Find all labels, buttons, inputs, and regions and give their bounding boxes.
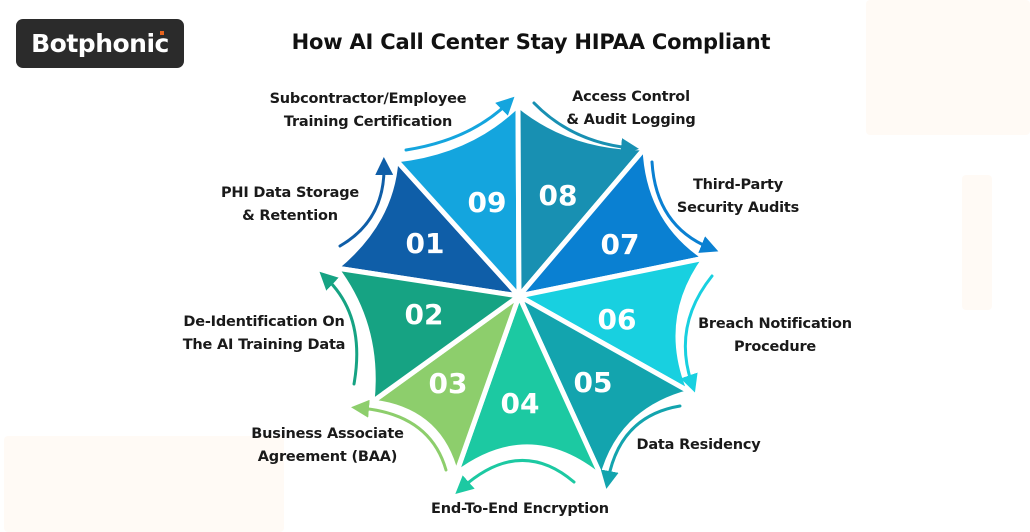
segment-07-label: Third-Party Security Audits [676, 177, 800, 216]
segment-03-wedge [369, 293, 522, 477]
segment-06-number: 06 [598, 303, 637, 336]
segment-04-number: 04 [501, 387, 540, 420]
brand-logo: Botphonic [16, 19, 184, 68]
segment-02-label: De-Identification On The AI Training Dat… [182, 314, 346, 353]
segment-08-number: 08 [539, 179, 578, 212]
arrow-icon-05 [600, 404, 682, 489]
arrow-icon-07 [650, 160, 719, 253]
segment-02-number: 02 [405, 298, 444, 331]
segment-08-label: Access Control & Audit Logging [566, 89, 696, 128]
background-blob [866, 0, 1030, 135]
brand-logo-text: Botphonic [31, 29, 169, 58]
segment-05-label: Data Residency [636, 437, 761, 453]
segment-02-wedge [333, 265, 522, 405]
segment-04-label: End-To-End Encryption [431, 501, 609, 517]
segment-07-wedge [516, 145, 708, 299]
segment-05-number: 05 [574, 366, 613, 399]
segment-09-label: Subcontractor/Employee Training Certific… [269, 91, 467, 130]
arrow-icon-03 [351, 399, 448, 472]
segment-01-number: 01 [406, 227, 445, 260]
arrow-icon-08 [532, 101, 639, 157]
segment-03-number: 03 [429, 367, 468, 400]
arrow-icon-06 [680, 274, 714, 393]
arrow-icon-04 [455, 459, 576, 495]
segment-06-label: Breach Notification Procedure [698, 316, 852, 355]
arrow-icon-02 [319, 271, 359, 386]
arrow-icon-09 [404, 96, 515, 152]
background-blob [4, 436, 284, 532]
segment-01-wedge [333, 157, 522, 299]
background-blob [962, 175, 992, 310]
segment-01-label: PHI Data Storage & Retention [220, 185, 360, 224]
segment-09-number: 09 [468, 186, 507, 219]
segment-07-number: 07 [601, 228, 640, 261]
segment-03-label: Business Associate Agreement (BAA) [251, 426, 404, 465]
brand-logo-accent-dot [160, 31, 164, 35]
segment-04-wedge [453, 293, 605, 481]
arrow-icon-01 [338, 157, 394, 248]
page-title: How AI Call Center Stay HIPAA Compliant [291, 30, 771, 54]
